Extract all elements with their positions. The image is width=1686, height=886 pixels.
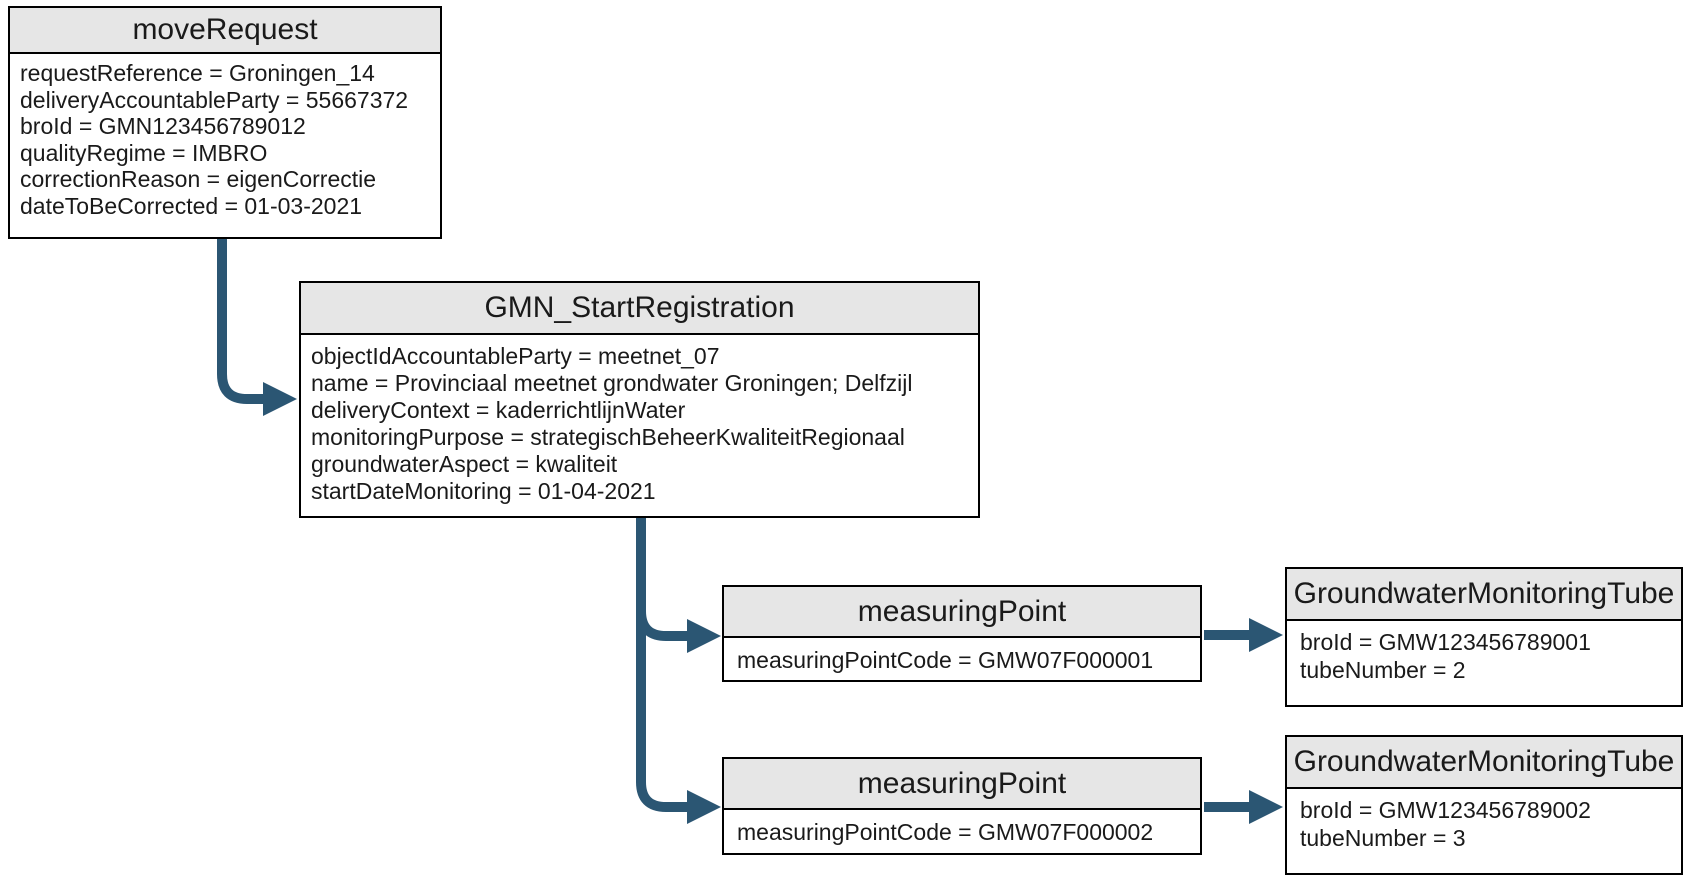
attribute-line: name = Provinciaal meetnet grondwater Gr… xyxy=(311,370,913,396)
box-body-groundwater-monitoring-tube-2: broId = GMW123456789002 tubeNumber = 3 xyxy=(1287,789,1681,873)
connector-moverequest-to-gmn xyxy=(217,239,266,404)
box-title-groundwater-monitoring-tube-2: GroundwaterMonitoringTube xyxy=(1287,737,1681,789)
box-title-gmn-start-registration: GMN_StartRegistration xyxy=(301,283,978,335)
uml-box-measuring-point-1: measuringPoint measuringPointCode = GMW0… xyxy=(722,585,1202,682)
attribute-line: qualityRegime = IMBRO xyxy=(20,139,268,166)
attribute-line: objectIdAccountableParty = meetnet_07 xyxy=(311,343,720,369)
attribute-line: groundwaterAspect = kwaliteit xyxy=(311,451,618,477)
connector-gmn-trunk xyxy=(636,518,690,812)
arrowhead-icon xyxy=(687,619,721,653)
box-body-gmn-start-registration: objectIdAccountableParty = meetnet_07 na… xyxy=(301,335,978,516)
box-body-measuring-point-2: measuringPointCode = GMW07F000002 xyxy=(724,810,1200,853)
arrowhead-icon xyxy=(687,790,721,824)
box-body-measuring-point-1: measuringPointCode = GMW07F000001 xyxy=(724,638,1200,680)
uml-box-measuring-point-2: measuringPoint measuringPointCode = GMW0… xyxy=(722,757,1202,855)
attribute-line: dateToBeCorrected = 01-03-2021 xyxy=(20,192,363,219)
box-title-measuring-point-2: measuringPoint xyxy=(724,759,1200,810)
uml-box-groundwater-monitoring-tube-1: GroundwaterMonitoringTube broId = GMW123… xyxy=(1285,567,1683,707)
attribute-line: deliveryContext = kaderrichtlijnWater xyxy=(311,397,686,423)
attribute-line: broId = GMW123456789001 xyxy=(1300,629,1591,655)
connector-gmn-to-measuringpoint-1 xyxy=(636,610,690,641)
box-title-move-request: moveRequest xyxy=(10,8,440,54)
attribute-line: broId = GMW123456789002 xyxy=(1300,797,1591,823)
attribute-line: deliveryAccountableParty = 55667372 xyxy=(20,86,409,113)
box-body-groundwater-monitoring-tube-1: broId = GMW123456789001 tubeNumber = 2 xyxy=(1287,621,1681,705)
box-title-groundwater-monitoring-tube-1: GroundwaterMonitoringTube xyxy=(1287,569,1681,621)
arrowhead-icon xyxy=(1249,618,1283,652)
attribute-line: broId = GMN123456789012 xyxy=(20,113,306,139)
attribute-line: tubeNumber = 2 xyxy=(1300,656,1466,683)
arrowhead-icon xyxy=(263,382,297,416)
attribute-line: tubeNumber = 3 xyxy=(1300,824,1466,851)
attribute-line: measuringPointCode = GMW07F000002 xyxy=(737,819,1154,845)
uml-box-gmn-start-registration: GMN_StartRegistration objectIdAccountabl… xyxy=(299,281,980,518)
attribute-line: startDateMonitoring = 01-04-2021 xyxy=(311,478,656,504)
attribute-line: monitoringPurpose = strategischBeheerKwa… xyxy=(311,424,905,450)
arrowhead-icon xyxy=(1249,790,1283,824)
uml-box-move-request: moveRequest requestReference = Groningen… xyxy=(8,6,442,239)
attribute-line: requestReference = Groningen_14 xyxy=(20,60,375,86)
uml-box-groundwater-monitoring-tube-2: GroundwaterMonitoringTube broId = GMW123… xyxy=(1285,735,1683,875)
box-body-move-request: requestReference = Groningen_14 delivery… xyxy=(10,54,440,237)
attribute-line: correctionReason = eigenCorrectie xyxy=(20,166,377,192)
attribute-line: measuringPointCode = GMW07F000001 xyxy=(737,647,1154,673)
box-title-measuring-point-1: measuringPoint xyxy=(724,587,1200,638)
